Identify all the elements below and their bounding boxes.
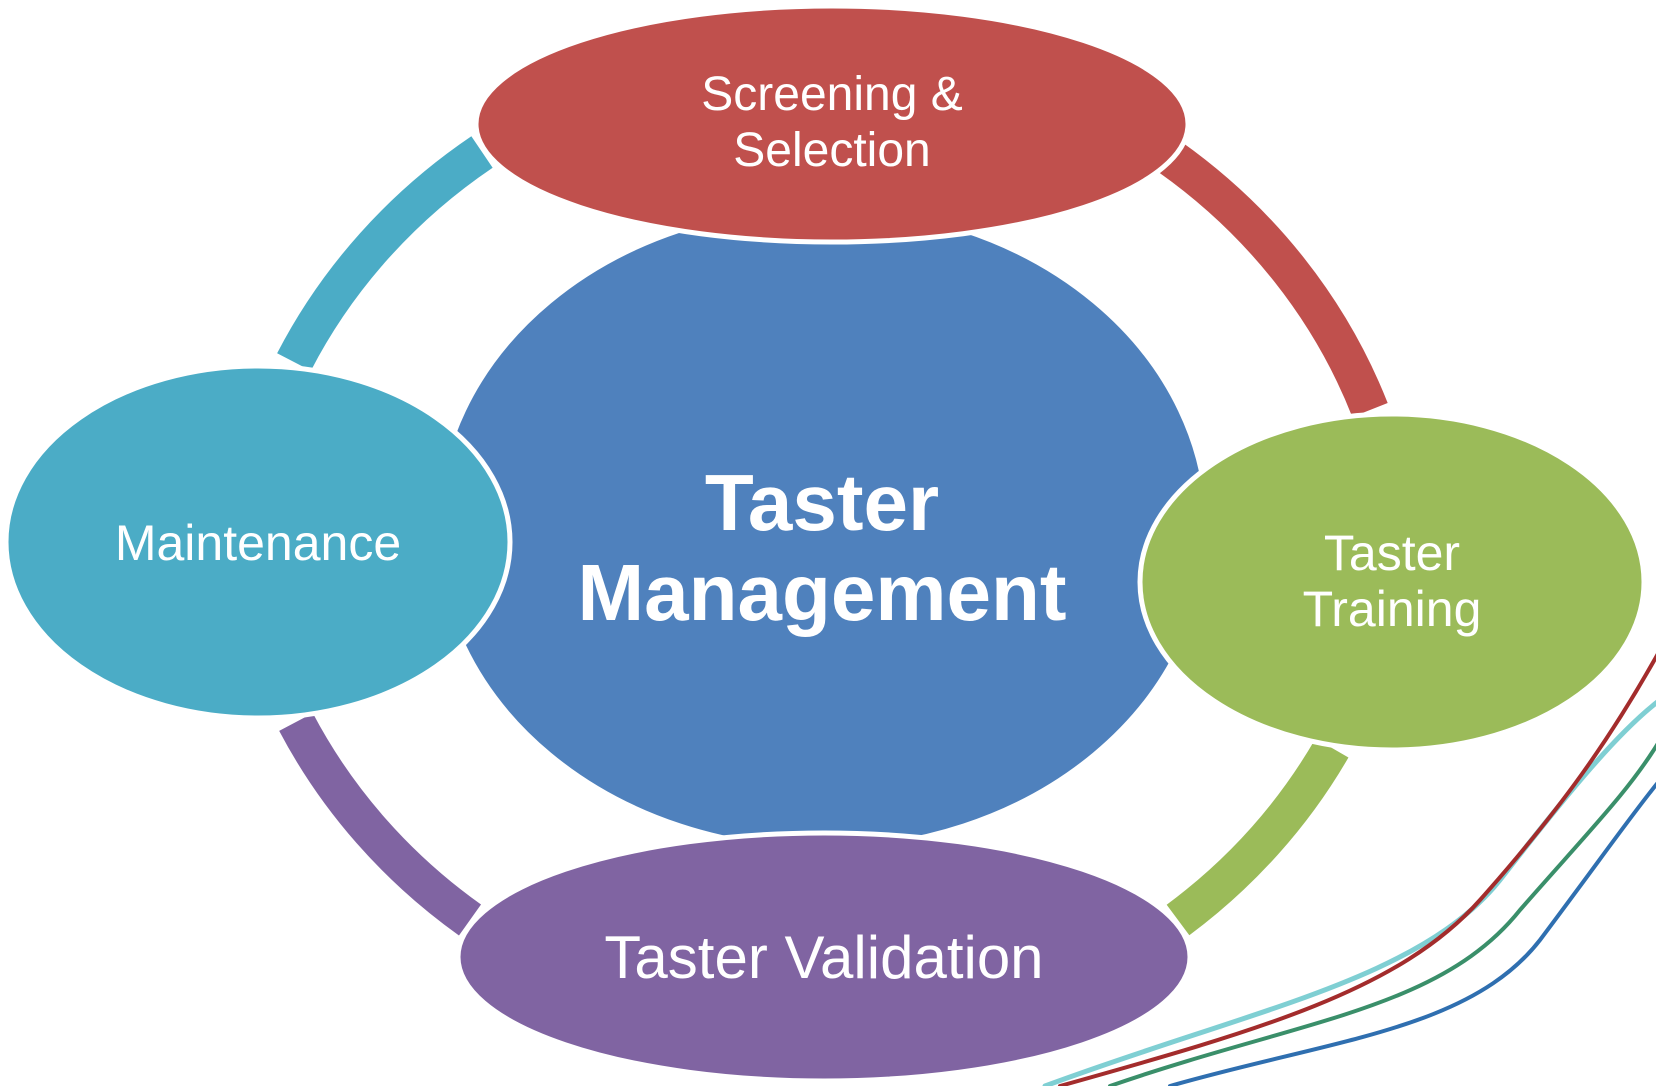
center-node-label-line2: Management: [578, 548, 1067, 637]
decorative-swoosh: [1042, 653, 1656, 1086]
node-taster-training: Taster Training: [1137, 411, 1647, 753]
node-training-label-line1: Taster: [1324, 525, 1460, 581]
node-screening-label-line2: Selection: [733, 124, 930, 177]
swoosh-line-green: [1108, 742, 1656, 1086]
arc-maintenance-to-screening: [277, 136, 493, 371]
node-screening-label-line1: Screening &: [701, 68, 963, 121]
node-training-label-line2: Training: [1303, 581, 1482, 637]
node-taster-validation: Taster Validation: [455, 830, 1193, 1084]
node-training-shape: [1137, 411, 1647, 753]
node-screening-shape: [473, 3, 1191, 245]
node-validation-label: Taster Validation: [604, 924, 1043, 991]
node-screening-selection: Screening & Selection: [473, 3, 1191, 245]
node-maintenance: Maintenance: [3, 363, 513, 721]
arc-training-to-validation: [1166, 738, 1349, 936]
node-maintenance-shape: [3, 363, 513, 721]
node-maintenance-label: Maintenance: [115, 515, 401, 571]
node-validation-shape: [455, 830, 1193, 1084]
center-node: Taster Management: [435, 206, 1209, 850]
arc-validation-to-maintenance: [279, 713, 482, 936]
swoosh-line-blue: [1168, 781, 1656, 1086]
arc-screening-to-training: [1159, 141, 1388, 417]
center-node-label-line1: Taster: [705, 458, 939, 547]
cycle-ring: [277, 136, 1388, 936]
swoosh-line-red: [1058, 653, 1656, 1086]
